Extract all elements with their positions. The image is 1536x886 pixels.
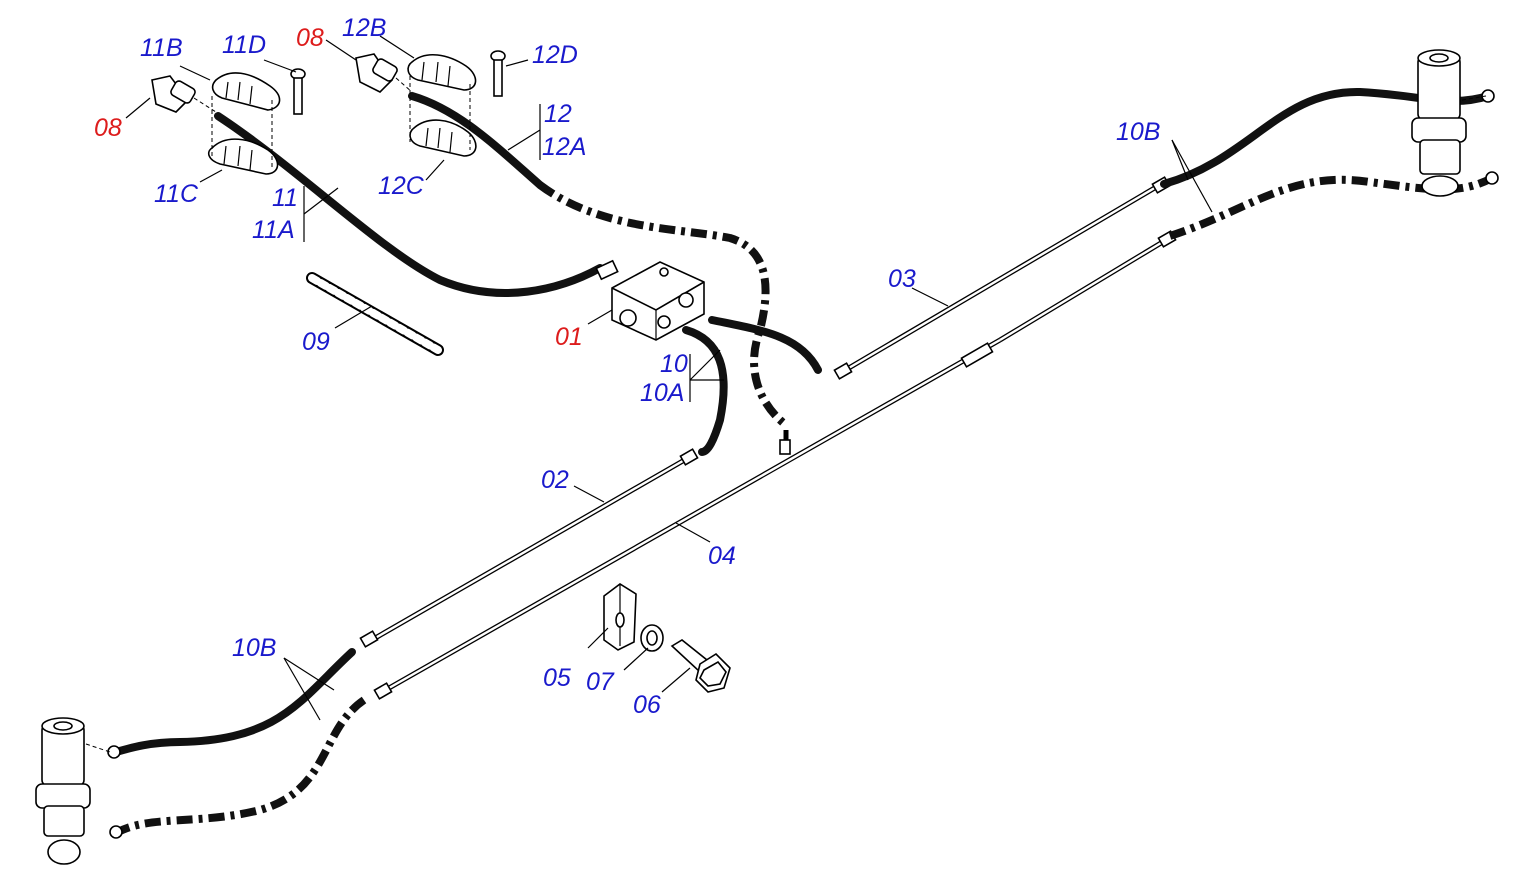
leader-lines — [125, 35, 1213, 721]
label-05: 05 — [543, 664, 571, 692]
label-10b-right: 10B — [1116, 118, 1160, 146]
grip-12b — [407, 54, 477, 91]
label-12d: 12D — [532, 41, 578, 69]
label-04: 04 — [708, 542, 736, 570]
labels: 01 02 03 04 05 06 07 08 08 09 10 10A 10B… — [94, 14, 1160, 719]
cylinder-left — [35, 717, 123, 865]
label-09: 09 — [302, 328, 330, 356]
label-12: 12 — [544, 100, 572, 128]
label-12a: 12A — [542, 133, 586, 161]
tube-03 — [840, 183, 1160, 375]
hose-10b-left — [112, 648, 367, 836]
grip-11b — [211, 72, 281, 111]
label-11c: 11C — [154, 180, 199, 208]
bracket-05 — [603, 583, 637, 651]
label-06: 06 — [633, 691, 661, 719]
coupler-08-left — [151, 75, 217, 113]
tube-04 — [380, 237, 1168, 695]
label-12c: 12C — [378, 172, 425, 200]
label-11a: 11A — [252, 216, 295, 244]
hose-10 — [682, 316, 822, 456]
bolt-06 — [670, 639, 731, 693]
label-08-left: 08 — [94, 114, 122, 142]
grip-12c — [409, 119, 477, 157]
label-11d: 11D — [222, 31, 266, 59]
label-02: 02 — [541, 466, 569, 494]
screw-12d — [490, 50, 506, 97]
label-10a: 10A — [640, 379, 684, 407]
tube-02 — [368, 455, 690, 644]
label-10: 10 — [660, 350, 688, 378]
hose-12 — [408, 92, 789, 429]
label-11: 11 — [272, 184, 298, 212]
cylinder-right — [1411, 49, 1499, 197]
hose-11 — [214, 112, 604, 297]
coupler-08-right — [355, 53, 413, 93]
label-12b: 12B — [342, 14, 386, 42]
rod-09 — [306, 272, 444, 356]
label-01: 01 — [555, 323, 583, 351]
label-07: 07 — [586, 668, 615, 696]
label-03: 03 — [888, 265, 916, 293]
label-08-right: 08 — [296, 24, 324, 52]
grip-11c — [207, 138, 279, 175]
valve-block-01 — [595, 259, 705, 341]
label-11b: 11B — [140, 34, 183, 62]
label-10b-left: 10B — [232, 634, 276, 662]
tube-fittings — [359, 176, 1177, 700]
screw-11d — [290, 68, 306, 115]
washer-07 — [640, 624, 664, 652]
